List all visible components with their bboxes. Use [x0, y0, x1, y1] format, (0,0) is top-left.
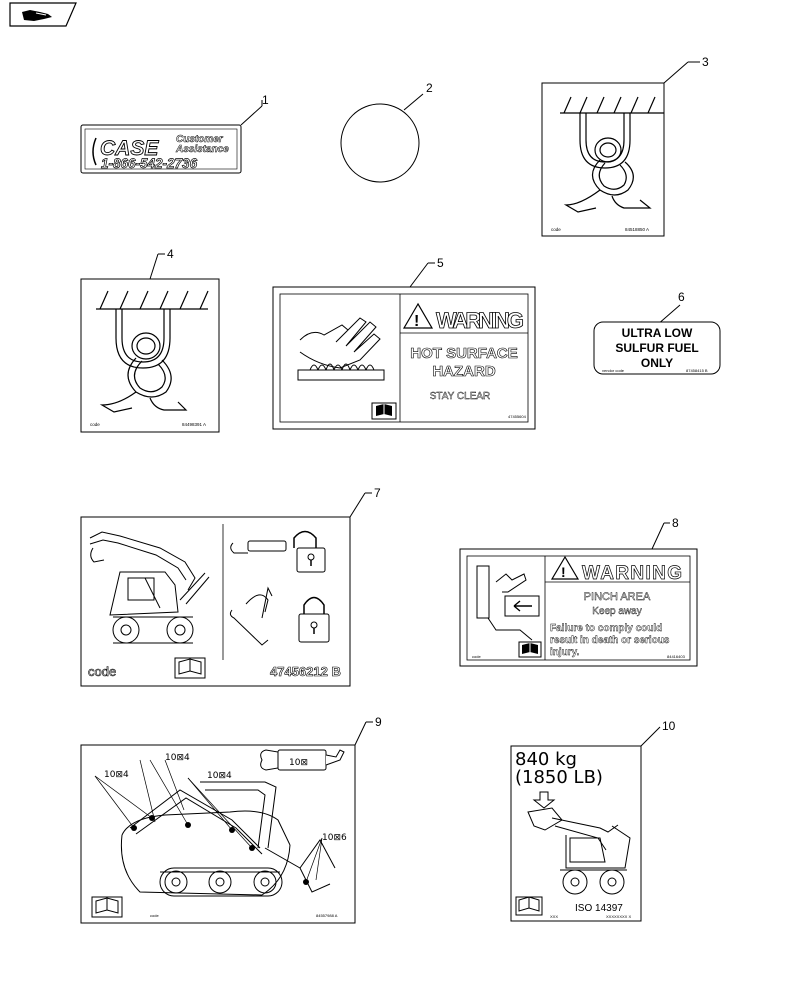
warning-triangle-icon: ! [402, 302, 434, 330]
rated-load-kg: 840 kg [515, 749, 577, 770]
manual-book-icon [174, 657, 206, 679]
callout-2: 2 [426, 81, 433, 95]
hand-pointing-icon [22, 10, 52, 21]
case-logo: CASE [100, 137, 159, 160]
decal-5-hot-surface-warning: ! WARNING HOT SURFACE HAZARD STAY CLEAR … [272, 286, 536, 430]
callout-10: 10 [662, 719, 676, 733]
svg-text:code: code [90, 422, 100, 427]
lube-label: 10⊠4 [104, 770, 129, 780]
callout-numbers: 1 2 3 4 5 6 7 8 9 10 [167, 55, 709, 733]
lube-leader-lines [94, 759, 323, 883]
svg-text:injury.: injury. [550, 647, 579, 658]
decal-3-tie-down: code 84518850 A [541, 82, 665, 237]
svg-text:Customer: Customer [176, 134, 224, 145]
warning-triangle-icon: ! [550, 555, 580, 580]
decal-1-case-customer-assistance: CASE Customer Assistance 1-866-542-2736 [80, 124, 242, 174]
svg-text:code: code [150, 913, 159, 918]
callout-leaders [149, 61, 700, 747]
manual-book-icon [91, 896, 123, 918]
manual-book-icon [371, 402, 397, 420]
svg-text:84518850 A: 84518850 A [625, 227, 649, 232]
loader-lube-pictogram [120, 781, 336, 897]
hot-surface-pictogram [297, 317, 385, 381]
pinch-pictogram [476, 565, 540, 641]
lube-label: 10⊠6 [322, 833, 347, 843]
svg-text:ONLY: ONLY [641, 356, 673, 370]
callout-9: 9 [375, 715, 382, 729]
svg-text:ULTRA LOW: ULTRA LOW [622, 326, 693, 340]
svg-text:WARNING: WARNING [582, 563, 682, 584]
loader-load-pictogram [527, 791, 631, 895]
svg-text:vendor code: vendor code [602, 368, 625, 373]
rated-load-lb: (1850 LB) [515, 767, 603, 788]
phone-number: 1-866-542-2736 [101, 156, 198, 171]
callout-1: 1 [262, 93, 269, 107]
svg-text:STAY CLEAR: STAY CLEAR [430, 391, 491, 402]
svg-text:SULFUR FUEL: SULFUR FUEL [615, 341, 698, 355]
nav-button[interactable] [9, 2, 77, 27]
svg-text:Failure to comply could: Failure to comply could [550, 623, 662, 634]
grease-gun-icon: 10⊠ [260, 749, 345, 771]
manual-book-icon [515, 896, 543, 916]
manual-book-icon [518, 641, 542, 658]
decal-8-pinch-area-warning: ! WARNING PINCH AREA Keep away Failure t… [459, 548, 698, 667]
svg-text:HAZARD: HAZARD [432, 363, 495, 380]
svg-text:!: ! [414, 313, 419, 330]
svg-text:84557988 A: 84557988 A [316, 913, 338, 918]
decal-2-round [340, 103, 420, 183]
callout-8: 8 [672, 516, 679, 530]
decal-10-rated-load: 840 kg (1850 LB) ISO 14397 XXX XXXXXXXX … [510, 745, 642, 922]
callout-3: 3 [702, 55, 709, 69]
lube-label: 10⊠4 [165, 753, 190, 763]
svg-text:WARNING: WARNING [436, 308, 524, 333]
lock-pin-pictogram [229, 530, 330, 646]
lube-label: 10⊠4 [207, 771, 232, 781]
svg-text:47456212 B: 47456212 B [270, 664, 341, 679]
svg-text:!: ! [561, 564, 566, 580]
svg-text:ISO 14397: ISO 14397 [575, 903, 623, 914]
svg-text:code: code [551, 227, 561, 232]
decal-9-lubrication-points: 10⊠4 10⊠4 10⊠4 10⊠6 10⊠ code 84557988 A [80, 744, 356, 924]
svg-text:84498391 A: 84498391 A [182, 422, 206, 427]
svg-text:Assistance: Assistance [175, 144, 229, 155]
svg-text:PINCH AREA: PINCH AREA [584, 591, 651, 603]
callout-6: 6 [678, 290, 685, 304]
svg-text:47455604: 47455604 [508, 414, 527, 419]
svg-text:XXXXXXXX X: XXXXXXXX X [606, 914, 631, 919]
svg-text:87458415 B: 87458415 B [686, 368, 708, 373]
callout-7: 7 [374, 486, 381, 500]
svg-text:XXX: XXX [550, 914, 558, 919]
decal-4-tie-down: code 84498391 A [80, 278, 220, 433]
svg-text:HOT SURFACE: HOT SURFACE [410, 345, 518, 362]
decal-6-ultra-low-sulfur-fuel: ULTRA LOW SULFUR FUEL ONLY vendor code 8… [593, 321, 721, 375]
decal-7-lift-arm-lock: code 47456212 B [80, 516, 351, 687]
callout-5: 5 [437, 256, 444, 270]
svg-text:84416403: 84416403 [667, 654, 686, 659]
callout-4: 4 [167, 247, 174, 261]
svg-text:Keep away: Keep away [592, 606, 641, 617]
lube-point-markers [131, 815, 309, 885]
svg-text:code: code [88, 664, 116, 679]
svg-text:result in death or serious: result in death or serious [550, 635, 670, 646]
svg-text:10⊠: 10⊠ [289, 758, 308, 768]
svg-text:code: code [472, 654, 481, 659]
loader-pictogram [89, 531, 210, 644]
